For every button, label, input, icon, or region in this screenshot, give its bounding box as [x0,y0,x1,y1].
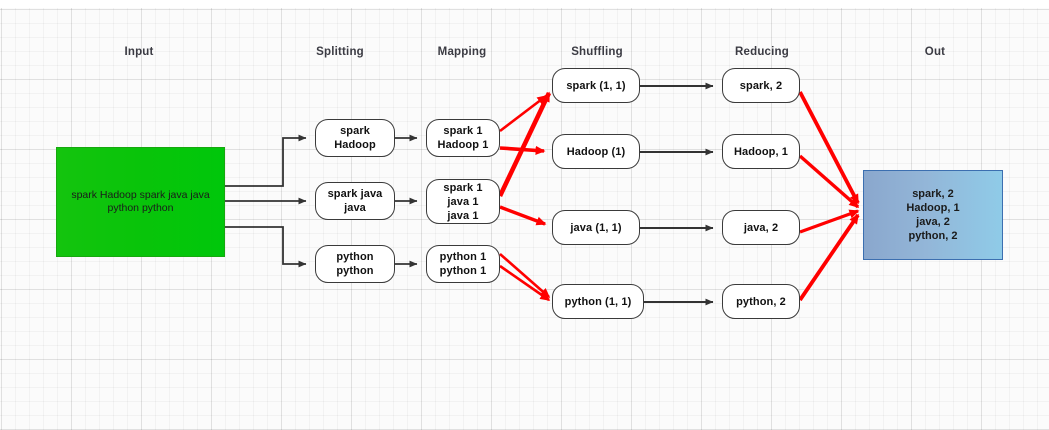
reducing-node-java[interactable]: java, 2 [722,210,800,245]
column-header-splitting: Splitting [316,46,364,58]
edge-map-1-to-shuffle-hadoop [499,145,546,156]
column-header-mapping: Mapping [437,46,487,58]
edge-map-1-to-shuffle-spark [499,94,548,133]
splitting-node-1[interactable]: spark Hadoop [315,119,395,157]
reducing-node-hadoop[interactable]: Hadoop, 1 [722,134,800,169]
column-header-shuffling: Shuffling [571,46,623,58]
edge-map-2-to-shuffle-spark [497,91,552,197]
shuffling-node-spark[interactable]: spark (1, 1) [552,68,640,103]
shuffling-node-java[interactable]: java (1, 1) [552,210,640,245]
edge-reduce-python-to-output [798,213,860,302]
reducing-node-python[interactable]: python, 2 [722,284,800,319]
edge-map-3-to-shuffle-python-a [499,253,551,298]
reducing-node-spark[interactable]: spark, 2 [722,68,800,103]
edge-reduce-hadoop-to-output [798,154,860,209]
mapping-node-1[interactable]: spark 1 Hadoop 1 [426,119,500,157]
edge-map-3-to-shuffle-python-b [499,264,551,302]
shuffling-node-hadoop[interactable]: Hadoop (1) [552,134,640,169]
column-header-out: Out [924,46,946,58]
output-result-node[interactable]: spark, 2 Hadoop, 1 java, 2 python, 2 [863,170,1003,260]
splitting-node-2[interactable]: spark java java [315,182,395,220]
mapping-node-2[interactable]: spark 1 java 1 java 1 [426,179,500,224]
shuffling-node-python[interactable]: python (1, 1) [552,284,644,319]
edge-map-2-to-shuffle-java [499,205,547,226]
column-header-reducing: Reducing [735,46,789,58]
edge-input-to-split-1 [225,134,307,187]
edge-reduce-java-to-output [799,209,860,234]
splitting-node-3[interactable]: python python [315,245,395,283]
canvas-top-strip [0,0,1049,8]
mapping-node-3[interactable]: python 1 python 1 [426,245,500,283]
column-header-input: Input [124,46,154,58]
edge-reduce-spark-to-output [798,91,860,205]
edge-input-to-split-3 [225,226,307,268]
input-document-node[interactable]: spark Hadoop spark java java python pyth… [56,147,225,257]
